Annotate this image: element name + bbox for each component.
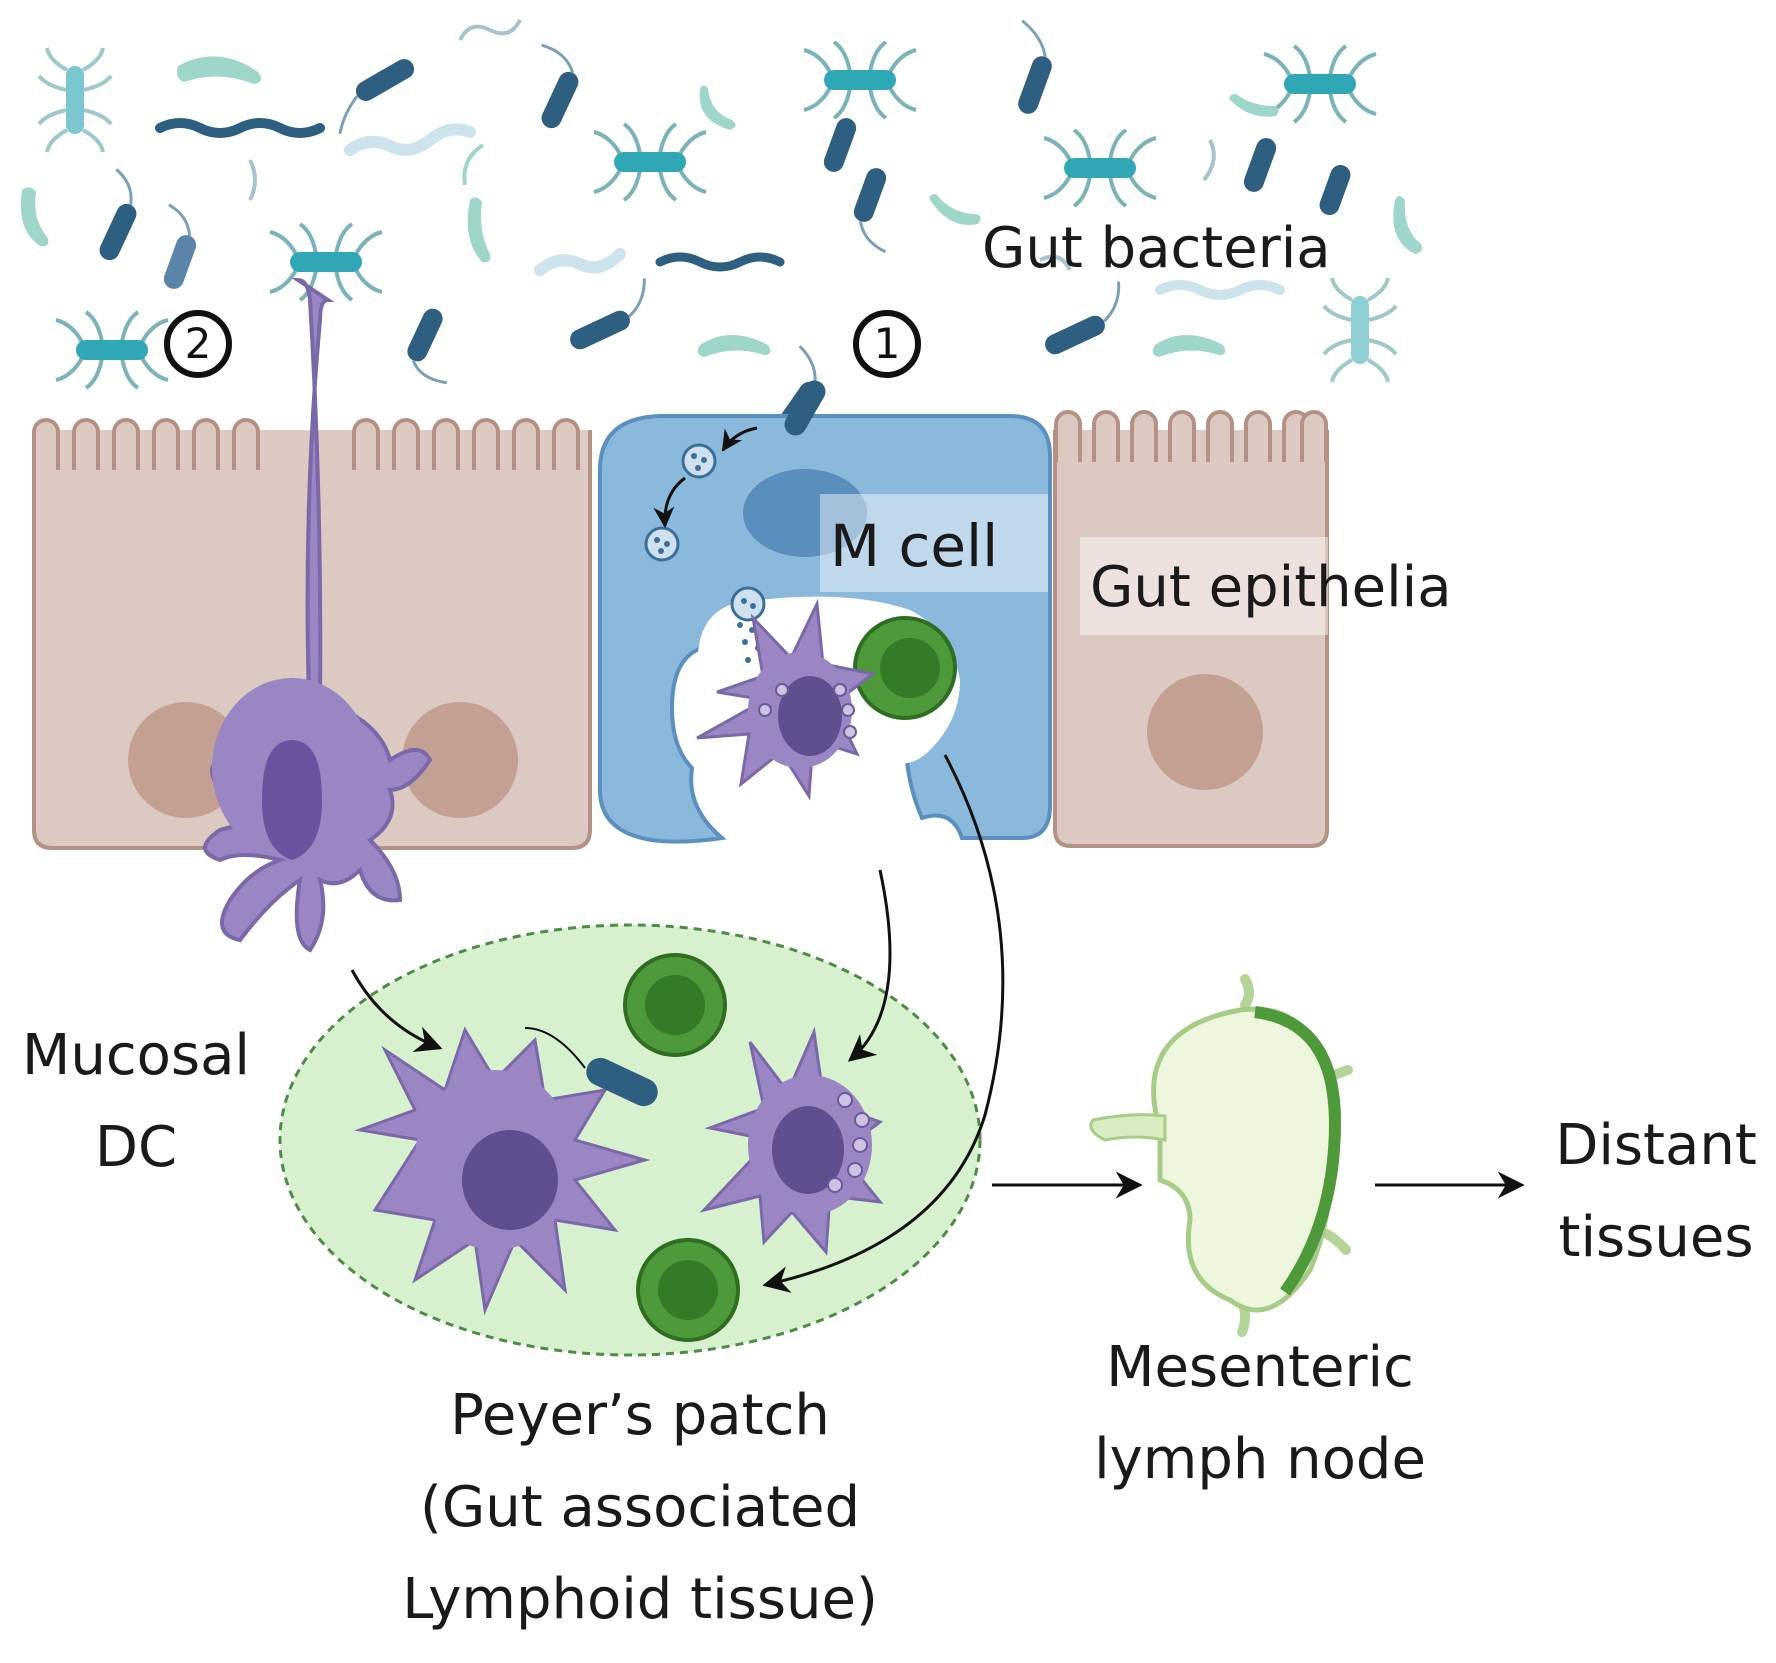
mucosal-dendritic-cell xyxy=(203,277,433,953)
m-cell xyxy=(598,380,1052,844)
distant-tissues-label: Distant tissues xyxy=(1536,1100,1776,1284)
route-marker-1: 1 xyxy=(853,310,921,378)
bacterium-rod xyxy=(99,19,1351,429)
bacterium-flagellated xyxy=(269,222,383,302)
bacteria-filaments xyxy=(248,19,1216,271)
dendritic-cell xyxy=(696,598,877,801)
bacterium-spirochete xyxy=(155,118,1285,300)
peyers-patch-label-line2: (Gut associated xyxy=(419,1475,861,1540)
distant-tissues-label-line1: Distant xyxy=(1555,1113,1757,1178)
mesenteric-lymph-node-label: Mesenteric lymph node xyxy=(1040,1322,1480,1506)
flow-arrows xyxy=(350,754,1525,1293)
gut-bacteria-label: Gut bacteria xyxy=(982,216,1331,281)
bacterium-flagellated xyxy=(55,310,169,390)
m-cell-label-backdrop xyxy=(820,494,1048,592)
peyers-patch-label: Peyer’s patch (Gut associated Lymphoid t… xyxy=(360,1370,920,1646)
mesenteric-lymph-node-label-line2: lymph node xyxy=(1094,1427,1426,1492)
route-marker-2: 2 xyxy=(164,310,232,378)
bacterium-flagellated xyxy=(1263,44,1377,124)
dendritic-cell xyxy=(699,1026,884,1256)
m-cell-nucleus xyxy=(743,469,867,557)
bacterium-flagellated xyxy=(593,122,707,202)
distant-tissues-label-line2: tissues xyxy=(1558,1205,1754,1270)
epithelial-nucleus xyxy=(402,702,518,818)
mesenteric-lymph-node xyxy=(1089,974,1353,1337)
gut-epithelium-right xyxy=(1053,410,1329,848)
bacterium-flagellated xyxy=(1322,277,1398,383)
peyers-patch-label-line3: Lymphoid tissue) xyxy=(402,1567,878,1632)
bacterium-flagellated xyxy=(37,47,113,153)
gut-bacteria-layer xyxy=(20,19,1423,429)
peyers-patch-label-line1: Peyer’s patch xyxy=(450,1383,830,1448)
mucosal-dc-label: Mucosal DC xyxy=(0,1010,272,1194)
epithelial-nucleus xyxy=(1147,674,1263,790)
gut-epithelia-label-backdrop xyxy=(1080,537,1328,635)
dendritic-cell xyxy=(354,1026,651,1316)
mucosal-dc-label-line1: Mucosal xyxy=(22,1023,250,1088)
mucosal-dc-label-line2: DC xyxy=(94,1115,178,1180)
gut-epithelia-label: Gut epithelia xyxy=(1090,555,1452,620)
bacterium-flagellated xyxy=(803,40,917,120)
peyers-patch xyxy=(278,923,982,1357)
bacterium-flagellated xyxy=(1043,128,1157,208)
mesenteric-lymph-node-label-line1: Mesenteric xyxy=(1106,1335,1414,1400)
vesicle-group xyxy=(644,443,766,622)
m-cell-label: M cell xyxy=(830,512,999,580)
bacterium-vibrio xyxy=(20,56,1423,357)
